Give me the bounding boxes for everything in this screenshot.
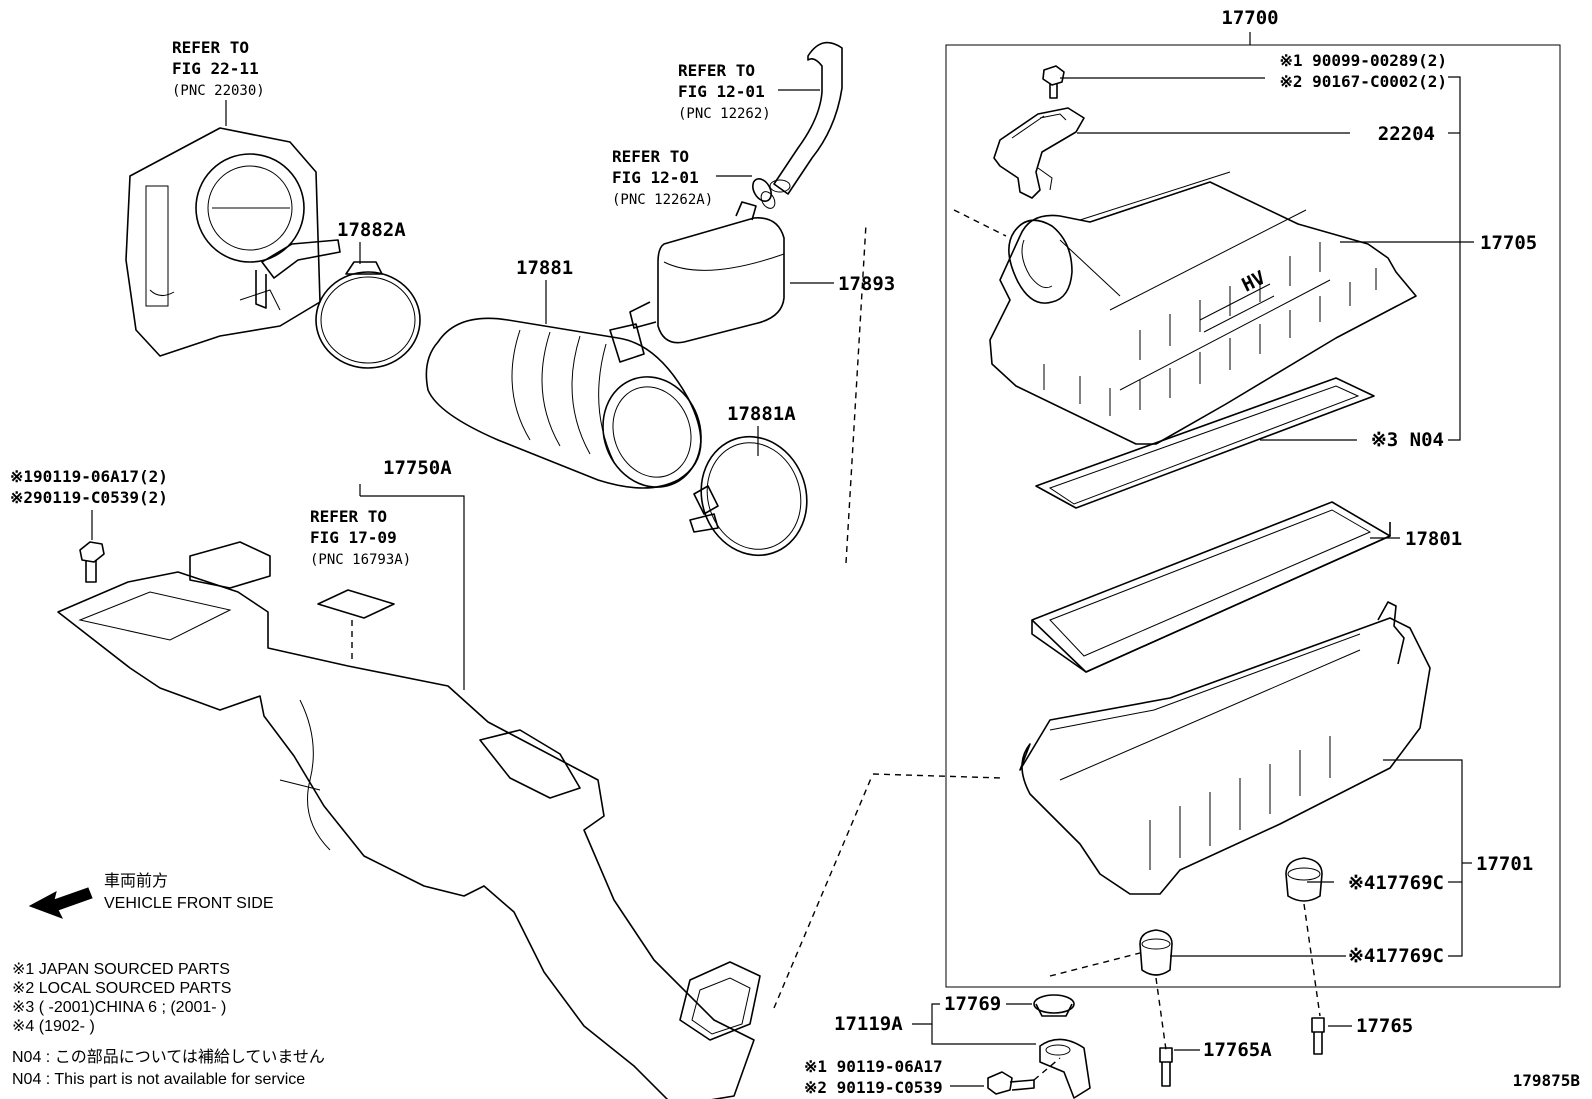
label-90119-c0539-bottom[interactable]: ※2 90119-C0539 bbox=[804, 1078, 943, 1097]
ref-hose-lower: REFER TO FIG 12-01 (PNC 12262A) bbox=[612, 147, 713, 208]
intake-hose-17881[interactable] bbox=[425, 317, 716, 501]
bolt-left-90119[interactable] bbox=[79, 541, 105, 583]
stud-17765a[interactable] bbox=[1159, 1047, 1173, 1087]
mount-17769c-lower[interactable] bbox=[1139, 929, 1173, 976]
n04-note-en: N04 : This part is not available for ser… bbox=[12, 1071, 305, 1088]
label-17701[interactable]: 17701 bbox=[1476, 853, 1533, 875]
intake-duct-17750a[interactable] bbox=[57, 541, 761, 1099]
ref-intake-line1: REFER TO bbox=[310, 507, 387, 526]
label-17700[interactable]: 17700 bbox=[1221, 7, 1278, 29]
ref-intake: REFER TO FIG 17-09 (PNC 16793A) bbox=[310, 507, 411, 568]
label-n04[interactable]: ※3 N04 bbox=[1371, 429, 1444, 451]
hose-clip-12262a bbox=[752, 178, 776, 209]
ref-throttle-line3: (PNC 22030) bbox=[172, 83, 265, 99]
label-17881a[interactable]: 17881A bbox=[727, 403, 796, 425]
label-17765[interactable]: 17765 bbox=[1356, 1015, 1413, 1037]
ref-throttle-line1: REFER TO bbox=[172, 38, 249, 57]
ref-hose-lower-line3: (PNC 12262A) bbox=[612, 192, 713, 208]
label-17765a[interactable]: 17765A bbox=[1203, 1039, 1272, 1061]
air-cleaner-cap-17705[interactable]: HV bbox=[989, 171, 1417, 445]
label-17769c-upper[interactable]: ※417769C bbox=[1348, 872, 1444, 894]
ref-intake-line3: (PNC 16793A) bbox=[310, 552, 411, 568]
label-90167-c0002[interactable]: ※2 90167-C0002(2) bbox=[1279, 72, 1447, 91]
label-17801[interactable]: 17801 bbox=[1405, 528, 1462, 550]
label-22204[interactable]: 22204 bbox=[1378, 123, 1435, 145]
ref-intake-line2: FIG 17-09 bbox=[310, 528, 397, 547]
label-90119-c0539-left[interactable]: ※290119-C0539(2) bbox=[10, 488, 168, 507]
label-90099-00289[interactable]: ※1 90099-00289(2) bbox=[1279, 51, 1447, 70]
assembly-17700-frame bbox=[945, 44, 1561, 988]
ref-hose-upper-line1: REFER TO bbox=[678, 61, 755, 80]
label-17893[interactable]: 17893 bbox=[838, 273, 895, 295]
n04-note-jp: N04 : この部品については補給していません bbox=[12, 1048, 325, 1066]
bolt-90119-c0539[interactable] bbox=[987, 1071, 1035, 1095]
bracket-17119a[interactable] bbox=[1039, 1038, 1091, 1099]
ref-hose-upper-line2: FIG 12-01 bbox=[678, 82, 765, 101]
bolt-90099-00289[interactable] bbox=[1042, 65, 1065, 99]
label-17705[interactable]: 17705 bbox=[1480, 232, 1537, 254]
air-cleaner-case-17701[interactable] bbox=[1019, 601, 1431, 895]
ref-hose-upper: REFER TO FIG 12-01 (PNC 12262) bbox=[678, 61, 771, 122]
dash-hose-to-cap bbox=[845, 223, 867, 564]
legend-line-1: ※1 JAPAN SOURCED PARTS bbox=[12, 961, 230, 978]
ref-hose-upper-line3: (PNC 12262) bbox=[678, 106, 771, 122]
legend-line-4: ※4 (1902- ) bbox=[12, 1018, 95, 1035]
legend-line-2: ※2 LOCAL SOURCED PARTS bbox=[12, 980, 231, 997]
label-17119a[interactable]: 17119A bbox=[834, 1013, 903, 1035]
clamp-17882a[interactable] bbox=[315, 261, 421, 369]
clamp-17881a[interactable] bbox=[686, 423, 822, 569]
ref-hose-lower-line1: REFER TO bbox=[612, 147, 689, 166]
mount-17769c-upper[interactable] bbox=[1285, 857, 1323, 902]
air-filter-element-17801[interactable] bbox=[1031, 501, 1391, 673]
label-17881[interactable]: 17881 bbox=[516, 257, 573, 279]
ref-hose-lower-line2: FIG 12-01 bbox=[612, 168, 699, 187]
label-17750a[interactable]: 17750A bbox=[383, 457, 452, 479]
throttle-body-reference bbox=[125, 127, 341, 357]
label-17882a[interactable]: 17882A bbox=[337, 219, 406, 241]
n04-notes: N04 : この部品については補給していません N04 : This part … bbox=[12, 1048, 325, 1088]
label-17769[interactable]: 17769 bbox=[944, 993, 1001, 1015]
label-90119-06a17-bottom[interactable]: ※1 90119-06A17 bbox=[804, 1057, 943, 1076]
label-90119-06a17-left[interactable]: ※190119-06A17(2) bbox=[10, 467, 168, 486]
grommet-17769[interactable] bbox=[1033, 994, 1075, 1017]
ref-throttle: REFER TO FIG 22-11 (PNC 22030) bbox=[172, 38, 265, 99]
front-label-en: VEHICLE FRONT SIDE bbox=[104, 895, 274, 912]
gasket-n04[interactable] bbox=[1035, 377, 1375, 509]
resonator-17893[interactable] bbox=[629, 201, 785, 344]
stud-17765[interactable] bbox=[1311, 1017, 1325, 1055]
label-plate-16793a bbox=[317, 589, 395, 619]
legend: ※1 JAPAN SOURCED PARTS ※2 LOCAL SOURCED … bbox=[12, 961, 231, 1035]
legend-line-3: ※3 ( -2001)CHINA 6 ; (2001- ) bbox=[12, 999, 226, 1016]
figure-number: 179875B bbox=[1513, 1071, 1581, 1090]
ref-throttle-line2: FIG 22-11 bbox=[172, 59, 259, 78]
vehicle-front-arrow-icon bbox=[28, 887, 93, 919]
front-label-jp: 車両前方 bbox=[104, 872, 168, 890]
label-17769c-lower[interactable]: ※417769C bbox=[1348, 945, 1444, 967]
hose-reference-12262 bbox=[769, 41, 843, 195]
air-flow-sensor-22204[interactable] bbox=[993, 107, 1085, 199]
